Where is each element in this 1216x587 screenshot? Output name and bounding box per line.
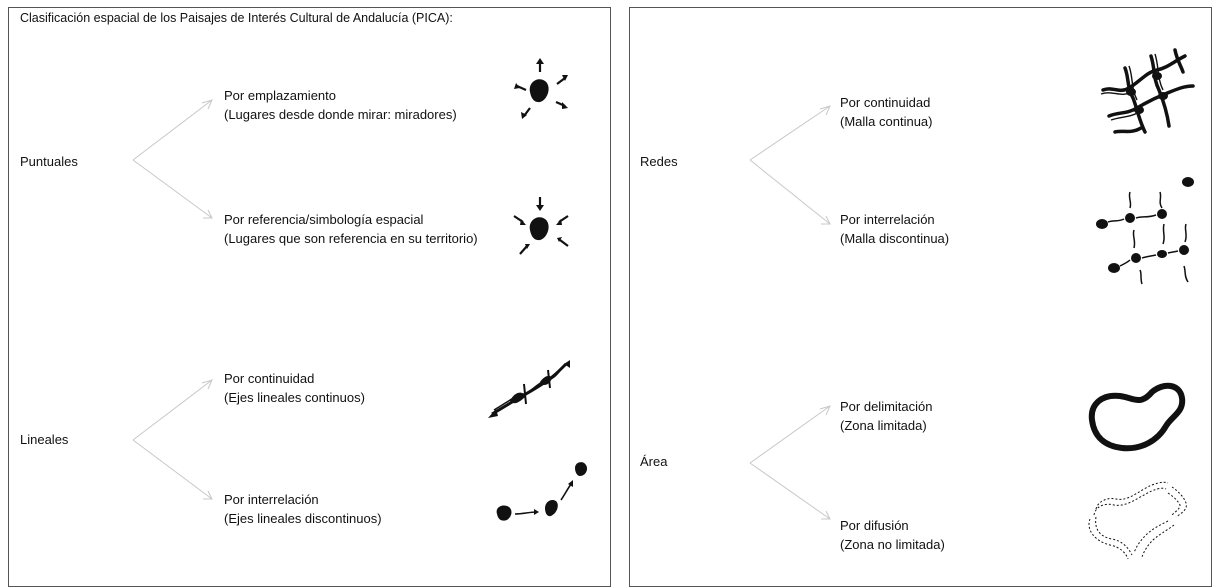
category-label-lineales: Lineales xyxy=(20,432,69,447)
branch-subtitle: (Ejes lineales discontinuos) xyxy=(224,511,382,526)
connector-redes-upper xyxy=(749,105,831,161)
branch-subtitle: (Ejes lineales continuos) xyxy=(224,390,365,405)
branch-title: Por continuidad xyxy=(224,371,315,386)
landmark-rays-in-icon xyxy=(513,197,569,255)
diagram-title: Clasificación espacial de los Paisajes d… xyxy=(20,11,453,25)
branch-subtitle: (Zona no limitada) xyxy=(840,537,945,552)
discontinuous-mesh-icon xyxy=(1096,177,1194,285)
diffuse-zone-icon xyxy=(1088,481,1187,560)
continuous-mesh-icon xyxy=(1100,48,1195,134)
branch-title: Por referencia/simbología espacial xyxy=(224,212,424,227)
branch-subtitle: (Lugares desde donde mirar: miradores) xyxy=(224,107,457,122)
branch-title: Por interrelación xyxy=(224,492,319,507)
branch-continuidad-lineal: Por continuidad (Ejes lineales continuos… xyxy=(224,369,365,407)
branch-subtitle: (Malla discontinua) xyxy=(840,231,950,246)
branch-subtitle: (Zona limitada) xyxy=(840,418,927,433)
branch-interrelacion-malla: Por interrelación (Malla discontinua) xyxy=(840,210,949,248)
branch-title: Por continuidad xyxy=(840,95,931,110)
connector-area-upper xyxy=(749,405,831,464)
right-panel: Redes Por continuidad (Malla continua) P… xyxy=(629,7,1212,587)
connector-lineales-lower xyxy=(132,439,213,500)
connector-area-lower xyxy=(749,462,831,520)
branch-referencia: Por referencia/simbología espacial (Luga… xyxy=(224,210,478,248)
branch-continuidad-malla: Por continuidad (Malla continua) xyxy=(840,93,933,131)
branch-title: Por delimitación xyxy=(840,399,933,414)
category-label-redes: Redes xyxy=(640,154,678,169)
left-panel: Clasificación espacial de los Paisajes d… xyxy=(8,7,611,587)
category-label-area: Área xyxy=(640,454,668,469)
bounded-zone-icon xyxy=(1088,382,1186,452)
branch-interrelacion-lineal: Por interrelación (Ejes lineales discont… xyxy=(224,490,382,528)
branch-subtitle: (Lugares que son referencia en su territ… xyxy=(224,231,478,246)
viewpoint-rays-out-icon xyxy=(514,58,568,119)
connector-lineales-upper xyxy=(132,379,213,441)
branch-delimitacion: Por delimitación (Zona limitada) xyxy=(840,397,933,435)
connector-puntuales-lower xyxy=(132,159,213,219)
connector-redes-lower xyxy=(749,159,831,225)
continuous-axis-icon xyxy=(488,360,570,418)
connector-puntuales-upper xyxy=(132,99,213,161)
category-label-puntuales: Puntuales xyxy=(20,154,78,169)
branch-title: Por emplazamiento xyxy=(224,88,336,103)
discontinuous-axis-icon xyxy=(496,462,588,521)
branch-subtitle: (Malla continua) xyxy=(840,114,933,129)
branch-emplazamiento: Por emplazamiento (Lugares desde donde m… xyxy=(224,86,457,124)
branch-difusion: Por difusión (Zona no limitada) xyxy=(840,516,945,554)
branch-title: Por interrelación xyxy=(840,212,935,227)
branch-title: Por difusión xyxy=(840,518,909,533)
